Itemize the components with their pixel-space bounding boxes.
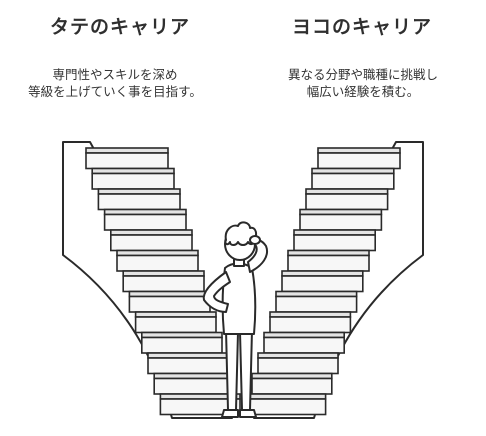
vertical-career-description-line-1: 専門性やスキルを深め: [52, 67, 178, 82]
horizontal-career-title: ヨコのキャリア: [291, 16, 432, 38]
left-stair-riser: [153, 377, 235, 395]
right-stair-riser: [269, 316, 352, 334]
horizontal-career-description: 異なる分野や職種に挑戦し 幅広い経験を積む。: [248, 66, 478, 100]
right-stair-step: [257, 352, 339, 375]
left-stair-step: [159, 393, 241, 416]
right-stair-riser: [287, 254, 370, 272]
left-stair-riser: [141, 336, 223, 354]
person-left-leg: [225, 329, 239, 411]
left-staircase: [85, 147, 241, 416]
left-stair-step: [147, 352, 229, 375]
left-stair-riser: [116, 254, 199, 272]
right-stair-riser: [245, 398, 327, 416]
left-stair-riser: [147, 357, 229, 375]
vertical-career-description-line-2: 等級を上げていく事を目指す。: [28, 84, 202, 99]
left-stair-step: [85, 147, 169, 170]
right-stair-riser: [251, 377, 333, 395]
right-stair-step: [293, 229, 376, 252]
right-stair-step: [269, 311, 352, 334]
right-stair-step: [311, 167, 395, 190]
left-stair-step: [97, 188, 181, 211]
person-left-shoe: [221, 409, 239, 418]
right-stair-riser: [275, 295, 358, 313]
left-stair-riser: [91, 172, 175, 190]
right-stair-step: [299, 208, 383, 231]
left-stair-riser: [85, 152, 169, 170]
vertical-career-title: タテのキャリア: [49, 16, 190, 38]
right-stair-step: [317, 147, 401, 170]
horizontal-career-description-line-2: 幅広い経験を積む。: [306, 84, 420, 99]
thinking-person-icon: [202, 221, 268, 418]
horizontal-career-description-line-1: 異なる分野や職種に挑戦し: [287, 67, 438, 82]
right-staircase: [245, 147, 401, 416]
right-stair-step: [251, 372, 333, 395]
vertical-career-description: 専門性やスキルを深め 等級を上げていく事を目指す。: [0, 66, 230, 100]
right-stair-riser: [317, 152, 401, 170]
left-stair-riser: [122, 275, 205, 293]
left-stair-riser: [97, 193, 181, 211]
left-stair-step: [110, 229, 193, 252]
right-stair-step: [305, 188, 389, 211]
left-stair-riser: [159, 398, 241, 416]
person-right-leg: [239, 329, 253, 411]
left-stair-step: [122, 270, 205, 293]
right-stair-step: [287, 249, 370, 272]
left-stair-riser: [110, 234, 193, 252]
person-right-shoe: [239, 409, 257, 418]
right-stair-step: [263, 331, 345, 354]
left-stair-step: [153, 372, 235, 395]
right-stair-riser: [293, 234, 376, 252]
left-stair-step: [91, 167, 175, 190]
right-stair-riser: [299, 213, 383, 231]
right-stair-riser: [281, 275, 364, 293]
person-hand: [249, 235, 261, 245]
right-stair-step: [281, 270, 364, 293]
person-arm-on-hip: [202, 271, 231, 313]
left-stair-step: [141, 331, 223, 354]
left-stair-riser: [134, 316, 217, 334]
left-stair-step: [103, 208, 187, 231]
right-stair-step: [245, 393, 327, 416]
left-stair-step: [134, 311, 217, 334]
right-stair-riser: [263, 336, 345, 354]
left-stair-riser: [103, 213, 187, 231]
left-stair-riser: [128, 295, 211, 313]
right-stair-riser: [305, 193, 389, 211]
left-stair-step: [116, 249, 199, 272]
right-stair-step: [275, 290, 358, 313]
left-stair-step: [128, 290, 211, 313]
right-stair-riser: [311, 172, 395, 190]
right-stair-riser: [257, 357, 339, 375]
